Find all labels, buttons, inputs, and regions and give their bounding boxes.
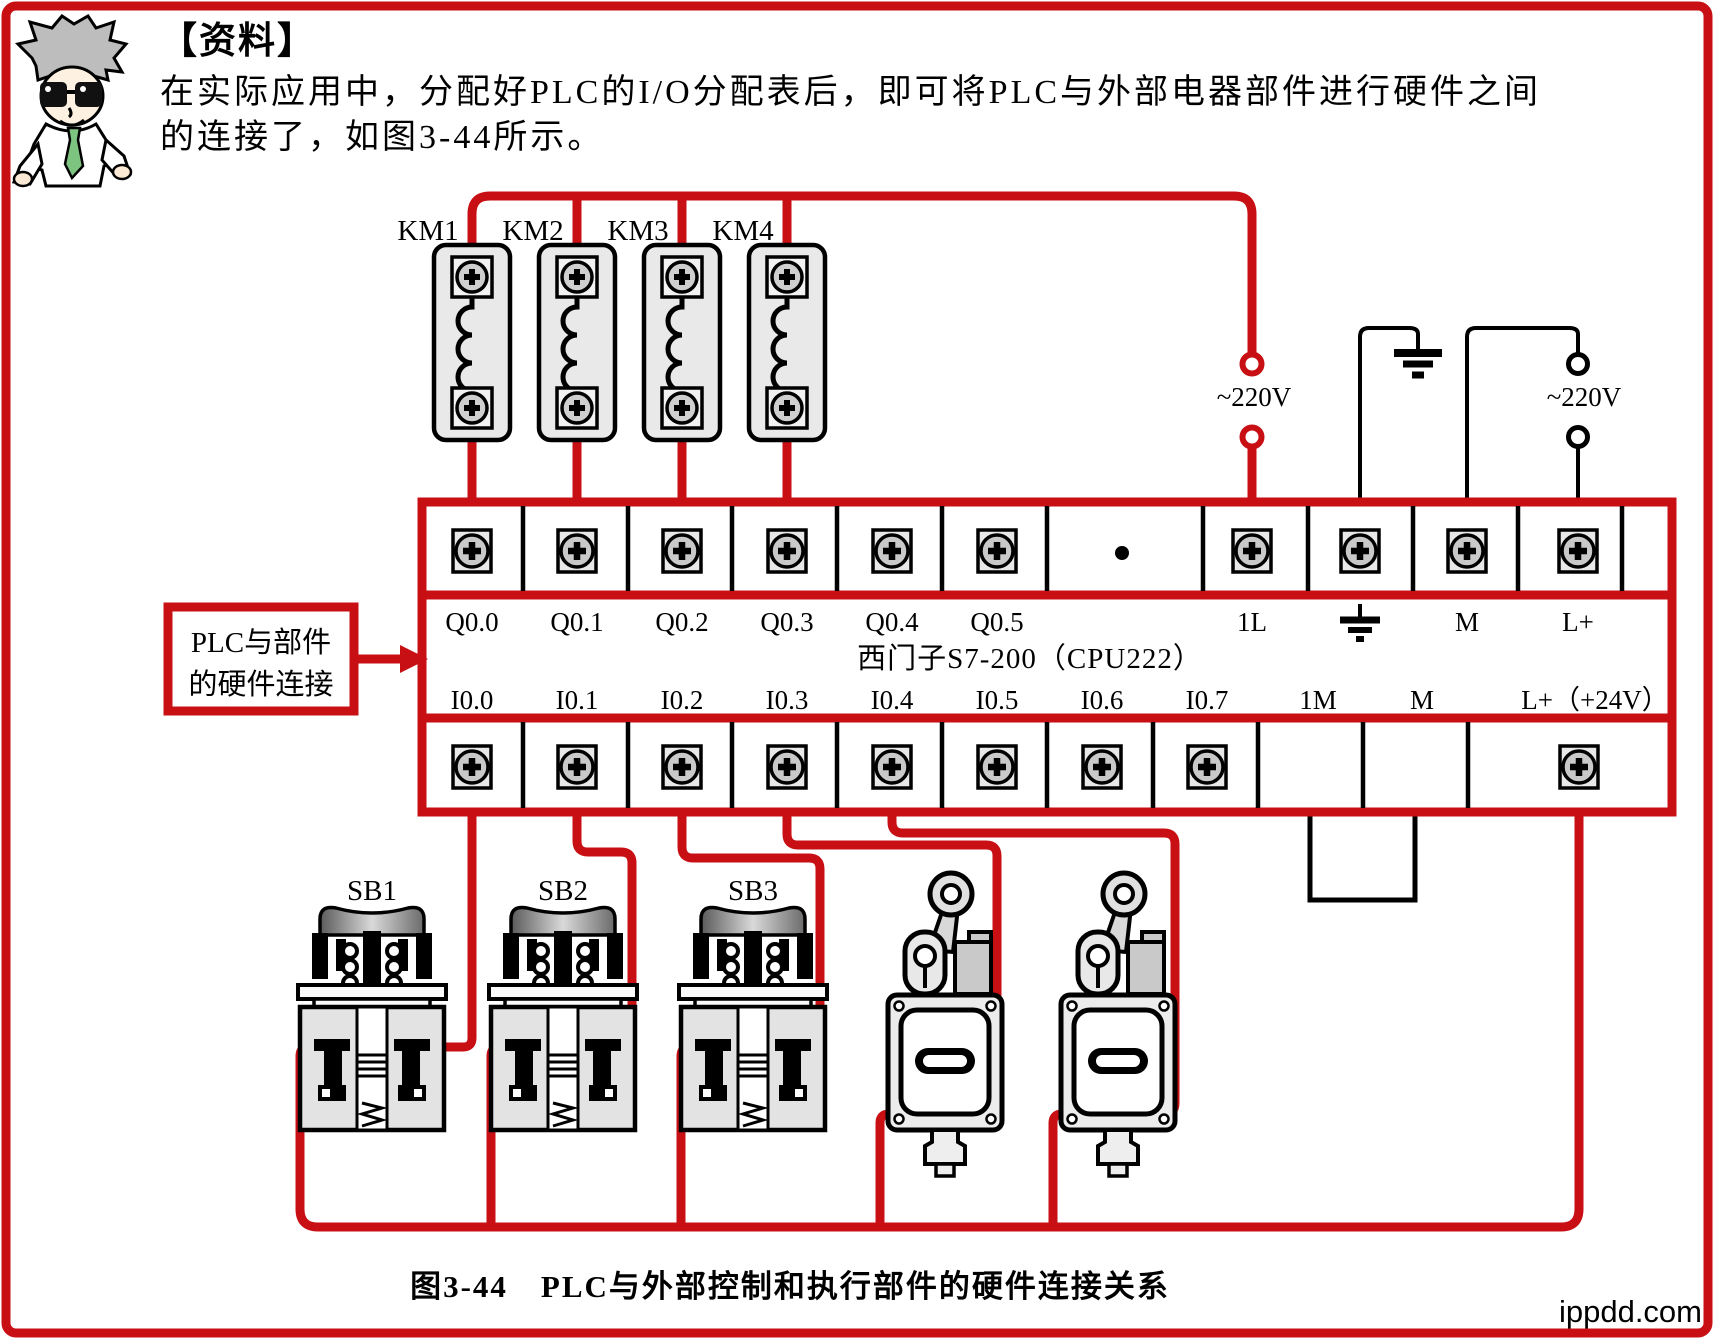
- watermark: ippdd.com: [1559, 1294, 1702, 1329]
- figure-caption: 图3-44 PLC与外部控制和执行部件的硬件连接关系: [410, 1269, 1170, 1304]
- label-m-bottom: M: [1410, 685, 1434, 715]
- label-i06: I0.6: [1081, 685, 1124, 715]
- plc-bottom-cell-borders: [520, 722, 1471, 808]
- label-km2: KM2: [502, 215, 563, 247]
- earth-symbol-plc: [1340, 604, 1380, 642]
- section-tag: 【资料】: [160, 20, 316, 62]
- label-sb3: SB3: [728, 875, 778, 907]
- label-i07: I0.7: [1186, 685, 1229, 715]
- label-sb2: SB2: [538, 875, 588, 907]
- contactor-km3: [644, 245, 720, 440]
- wire-earth: [1358, 326, 1420, 506]
- label-q01: Q0.1: [550, 607, 603, 637]
- label-i04: I0.4: [871, 685, 914, 715]
- callout-line-1: PLC与部件: [191, 626, 331, 659]
- label-q05: Q0.5: [970, 607, 1023, 637]
- label-m-top: M: [1455, 607, 1479, 637]
- label-i03: I0.3: [766, 685, 809, 715]
- ac-terminal-top-left: [1239, 351, 1265, 377]
- label-i00: I0.0: [451, 685, 494, 715]
- ac-terminal-bottom-right: [1566, 425, 1590, 449]
- earth-symbol-top: [1394, 349, 1442, 379]
- label-lplus24: L+（+24V）: [1521, 685, 1668, 715]
- pushbutton-sb1: [298, 907, 446, 1130]
- intro-line-1: 在实际应用中，分配好PLC的I/O分配表后，即可将PLC与外部电器部件进行硬件之…: [160, 73, 1541, 111]
- limit-switch-1: [888, 873, 1002, 1176]
- wire-1m-m-jumper: [1307, 810, 1418, 903]
- ac-terminal-bottom-left: [1239, 424, 1265, 450]
- label-q03: Q0.3: [760, 607, 813, 637]
- plc-title: 西门子S7-200（CPU222）: [857, 642, 1203, 675]
- label-q04: Q0.4: [865, 607, 919, 637]
- label-lplus-top: L+: [1562, 607, 1594, 637]
- label-i05: I0.5: [976, 685, 1019, 715]
- ac-terminal-top-right: [1566, 352, 1590, 376]
- plc-output-terminals: [453, 530, 1597, 572]
- label-1m: 1M: [1299, 685, 1337, 715]
- wire-220v-bus: [467, 191, 1257, 353]
- label-km1: KM1: [397, 215, 458, 247]
- pushbutton-sb3: [679, 907, 827, 1130]
- voltage-label-right: ~220V: [1547, 382, 1622, 412]
- callout-arrow-head: [400, 645, 428, 673]
- label-km3: KM3: [607, 215, 668, 247]
- contactor-km4: [749, 245, 825, 440]
- contactor-km2: [539, 245, 615, 440]
- label-sb1: SB1: [347, 875, 397, 907]
- contactor-km1: [434, 245, 510, 440]
- wire-m-to-220v: [1465, 326, 1580, 506]
- voltage-label-left: ~220V: [1217, 382, 1292, 412]
- limit-switch-2: [1061, 873, 1175, 1176]
- pushbutton-sb2: [489, 907, 637, 1130]
- label-q00: Q0.0: [445, 607, 498, 637]
- black-wiring: [1307, 326, 1580, 903]
- label-i02: I0.2: [661, 685, 704, 715]
- callout-line-2: 的硬件连接: [188, 668, 333, 701]
- label-q02: Q0.2: [655, 607, 708, 637]
- label-km4: KM4: [712, 215, 774, 247]
- expansion-dot: [1115, 546, 1129, 560]
- plc-top-cell-borders: [520, 506, 1625, 591]
- callout: PLC与部件 的硬件连接: [163, 602, 428, 716]
- wire-i00-sb1: [432, 772, 477, 1052]
- plc-block: Q0.0 Q0.1 Q0.2 Q0.3 Q0.4 Q0.5 1L M L+ 西门…: [417, 497, 1677, 817]
- label-1l: 1L: [1237, 607, 1267, 637]
- label-i01: I0.1: [556, 685, 599, 715]
- professor-illustration: [11, 14, 133, 188]
- intro-line-2: 的连接了，如图3-44所示。: [160, 118, 604, 156]
